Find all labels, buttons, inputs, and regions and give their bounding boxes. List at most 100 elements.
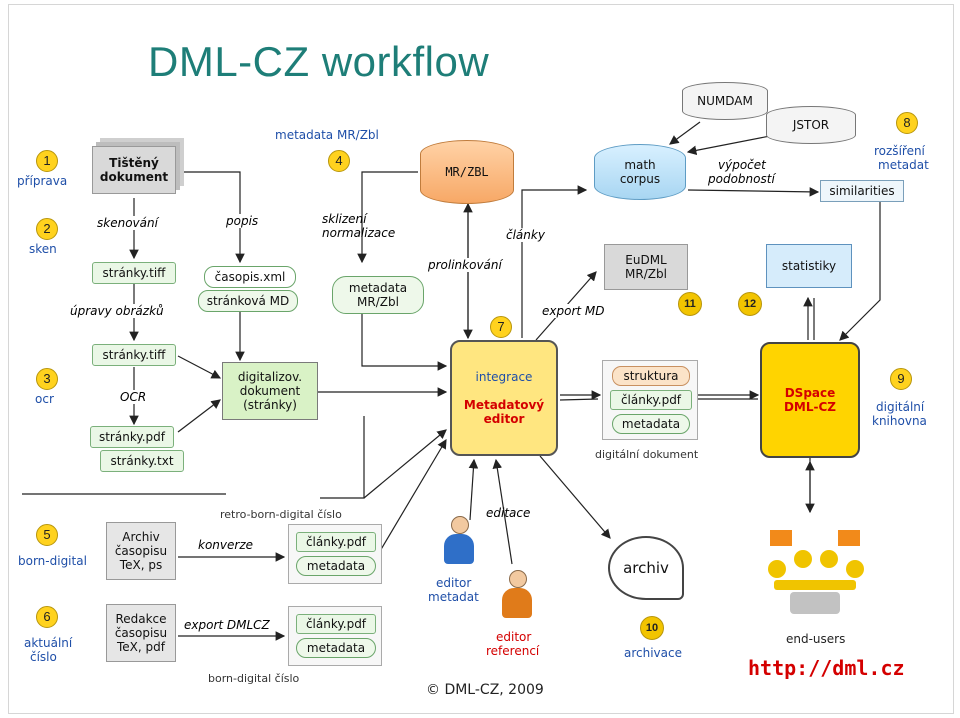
digital-document-caption: digitální dokument [595,448,699,461]
editor-referenci-line1: editor [496,630,532,644]
redakce-line1: Redakce [115,612,167,626]
editor-metadat-line1: editor [436,576,472,590]
step-10-badge: 10 [640,616,664,640]
retro-clanky-pdf-node: články.pdf [296,532,376,552]
redakce-journal-node: Redakce časopisu TeX, pdf [106,604,176,662]
edge-label-export-dmlcz: export DMLCZ [184,618,270,632]
retro-metadata-node: metadata [296,556,376,576]
digitized-document-line2: dokument [239,384,301,398]
edge-label-upravy-obrazku: úpravy obrázků [70,304,164,318]
editor-metadat-line2: metadat [428,590,479,604]
retro-set-caption: retro-born-digital číslo [220,508,342,521]
step-8-label-line1: rozšíření [874,144,925,158]
step-10-label: archivace [624,646,682,660]
step-1-badge: 1 [36,150,58,172]
mrzbl-database-label: MR/ZBL [445,165,489,179]
metadata-mrzbl-line2: MR/Zbl [357,295,399,309]
step-2-label: sken [29,242,57,256]
dml-url[interactable]: http://dml.cz [748,656,905,680]
clanky-pdf-node: články.pdf [610,390,692,410]
step-8-label-line2: metadat [878,158,929,172]
digitized-document-node: digitalizov. dokument (stránky) [222,362,318,420]
archive-journal-line3: TeX, ps [119,558,163,572]
pages-txt-node: stránky.txt [100,450,184,472]
editor-metadat-avatar [442,516,476,568]
pages-tiff-2-node: stránky.tiff [92,344,176,366]
pages-pdf-node: stránky.pdf [90,426,174,448]
step-4-label: metadata MR/Zbl [275,128,379,142]
edge-label-podobnosti: podobností [708,172,775,186]
digitized-document-line3: (stránky) [243,398,297,412]
redakce-line3: TeX, pdf [117,640,165,654]
edge-label-popis: popis [226,214,259,228]
step-9-badge: 9 [890,368,912,390]
digitized-document-line1: digitalizov. [237,370,303,384]
edge-label-konverze: konverze [198,538,253,552]
printed-document-node: Tištěný dokument [92,146,176,194]
step-3-badge: 3 [36,368,58,390]
archiv-node: archiv [608,536,684,600]
struktura-node: struktura [612,366,690,386]
step-6-label-line1: aktuální [24,636,73,650]
step-5-badge: 5 [36,524,58,546]
editor-referenci-avatar [500,570,534,622]
step-2-badge: 2 [36,218,58,240]
statistiky-node: statistiky [766,244,852,288]
born-metadata-node: metadata [296,638,376,658]
end-users-illustration [760,520,870,618]
step-9-label-line1: digitální [876,400,925,414]
metadata-editor-node: integrace Metadatový editor [450,340,558,456]
edge-label-sklizeni: sklizení [322,212,367,226]
step-6-badge: 6 [36,606,58,628]
born-set-caption: born-digital číslo [208,672,300,685]
metadata-node: metadata [612,414,690,434]
eudml-line2: MR/Zbl [625,267,667,281]
editor-referenci-line2: referencí [486,644,540,658]
eudml-export-node: EuDML MR/Zbl [604,244,688,290]
casopis-xml-node: časopis.xml [204,266,296,288]
archive-journal-node: Archiv časopisu TeX, ps [106,522,176,580]
math-corpus-line1: math [624,158,656,172]
jstor-database-node: JSTOR [766,106,856,144]
dspace-line2: DML-CZ [783,400,837,414]
end-users-label: end-users [786,632,846,646]
redakce-line2: časopisu [114,626,168,640]
mrzbl-database-node: MR/ZBL [420,140,514,204]
dspace-node: DSpace DML-CZ [760,342,860,458]
metadata-mrzbl-node: metadata MR/Zbl [332,276,424,314]
edge-label-export-md: export MD [542,304,605,318]
strankova-md-node: stránková MD [198,290,298,312]
step-11-badge: 11 [678,292,702,316]
edge-label-editace: editace [486,506,531,520]
step-3-label: ocr [35,392,54,406]
edge-label-clanky: články [506,228,545,242]
numdam-database-node: NUMDAM [682,82,768,120]
copyright-text: © DML-CZ, 2009 [426,682,544,698]
printed-document-line1: Tištěný [109,156,159,170]
born-clanky-pdf-node: články.pdf [296,614,376,634]
editor-title-line1: Metadatový [463,398,545,412]
eudml-line1: EuDML [625,253,667,267]
math-corpus-line2: corpus [619,172,661,186]
step-1-label: příprava [17,174,68,188]
step-7-badge: 7 [490,316,512,338]
editor-integrace-label: integrace [475,370,533,384]
step-4-badge: 4 [328,150,350,172]
step-12-badge: 12 [738,292,762,316]
similarities-node: similarities [820,180,904,202]
archive-journal-line2: časopisu [114,544,168,558]
edge-label-skenovani: skenování [97,216,158,230]
pages-tiff-1-node: stránky.tiff [92,262,176,284]
step-9-label-line2: knihovna [872,414,927,428]
edge-label-normalizace: normalizace [322,226,396,240]
math-corpus-node: math corpus [594,144,686,200]
archive-journal-line1: Archiv [122,530,160,544]
edge-label-vypocet: výpočet [718,158,766,172]
edge-label-prolinkovani: prolinkování [428,258,502,272]
metadata-mrzbl-line1: metadata [348,281,408,295]
page-title: DML-CZ workflow [148,38,490,85]
step-6-label-line2: číslo [30,650,57,664]
dspace-line1: DSpace [784,386,836,400]
